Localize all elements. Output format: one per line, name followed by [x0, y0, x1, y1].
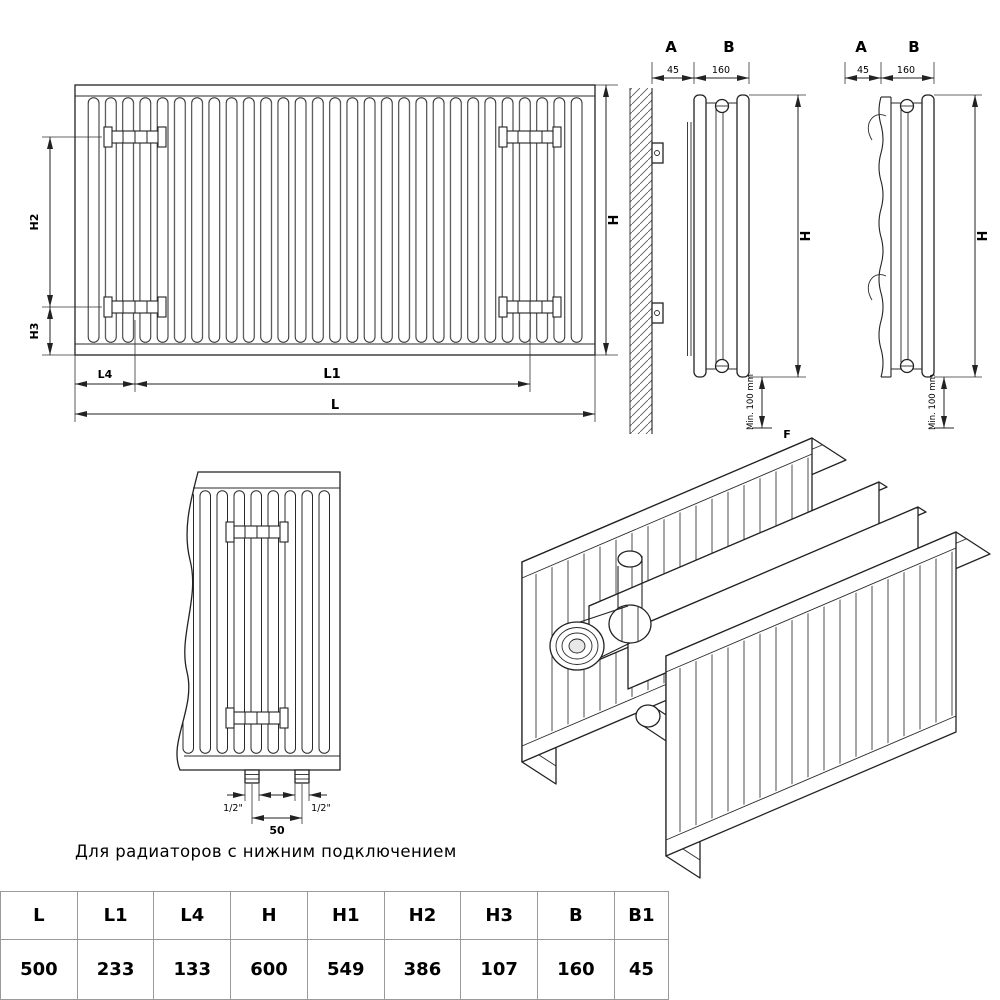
bottom-connection-view: 1/2" 1/2" 50 Для радиаторов с нижним под… [75, 471, 457, 861]
bottom-connection-caption: Для радиаторов с нижним подключением [75, 842, 457, 861]
dim-label-h2: H2 [28, 214, 41, 231]
wall-hatch [630, 88, 652, 434]
dim-label-f: F [783, 428, 791, 441]
dim-label-h: H [799, 231, 814, 242]
spec-header-cell: L4 [153, 891, 232, 940]
dim-value-160: 160 [897, 65, 915, 76]
spec-value-cell: 549 [306, 939, 385, 1000]
thread-size-right: 1/2" [311, 803, 331, 814]
spec-header-cell: B [537, 891, 615, 940]
spec-value-cell: 386 [383, 939, 462, 1000]
spec-value-cell: 500 [0, 939, 78, 1000]
spec-value-cell: 45 [613, 939, 670, 1000]
dim-label-h3: H3 [28, 323, 41, 340]
side-view-profile: A B 45 160 H Min. 100 mm [844, 38, 991, 430]
clamp-bracket [867, 274, 887, 301]
front-view: H2 H3 H L4 L1 L [28, 84, 622, 422]
dim-value-45: 45 [857, 65, 869, 76]
dim-label-a: A [855, 38, 867, 56]
dim-label-l: L [331, 398, 339, 413]
spec-value-cell: 107 [460, 939, 539, 1000]
min-clearance-label: Min. 100 mm [928, 374, 938, 430]
spec-value-cell: 160 [537, 939, 615, 1000]
dim-value-45: 45 [667, 65, 679, 76]
dim-label-b: B [908, 38, 919, 56]
corrugated-panel-edge [878, 96, 884, 378]
dim-label-b: B [723, 38, 734, 56]
thread-size-left: 1/2" [223, 803, 243, 814]
dim-label-l1: L1 [323, 367, 340, 382]
clamp-bracket [867, 114, 887, 141]
spec-header-cell: B1 [613, 891, 670, 940]
panel-profile [736, 94, 750, 378]
dim-label-h: H [607, 215, 622, 226]
side-view-wall-mount: A B 45 160 H Min. 100 mm F [629, 38, 814, 441]
spec-header-cell: L1 [76, 891, 155, 940]
spec-value-cell: 600 [230, 939, 308, 1000]
spec-value-cell: 133 [153, 939, 232, 1000]
spec-header-cell: H1 [306, 891, 385, 940]
spec-header-row: L L1 L4 H H1 H2 H3 B B1 [0, 891, 670, 940]
pitch-value: 50 [269, 824, 285, 837]
panel-profile [693, 94, 707, 378]
bottom-connection-stub [244, 769, 260, 784]
panel-profile [921, 94, 935, 378]
bottom-connection-stub [294, 769, 310, 784]
dim-label-l4: L4 [98, 368, 113, 381]
spec-header-cell: H3 [460, 891, 539, 940]
spec-table: L L1 L4 H H1 H2 H3 B B1 500 233 133 600 … [0, 891, 670, 1000]
spec-value-row: 500 233 133 600 549 386 107 160 45 [0, 939, 670, 1000]
spec-header-cell: H [230, 891, 308, 940]
isometric-view [521, 437, 991, 879]
min-clearance-label: Min. 100 mm [746, 374, 756, 430]
dim-label-a: A [665, 38, 677, 56]
spec-header-cell: H2 [383, 891, 462, 940]
spec-value-cell: 233 [76, 939, 155, 1000]
dim-label-h: H [976, 231, 991, 242]
dim-value-160: 160 [712, 65, 730, 76]
spec-header-cell: L [0, 891, 78, 940]
